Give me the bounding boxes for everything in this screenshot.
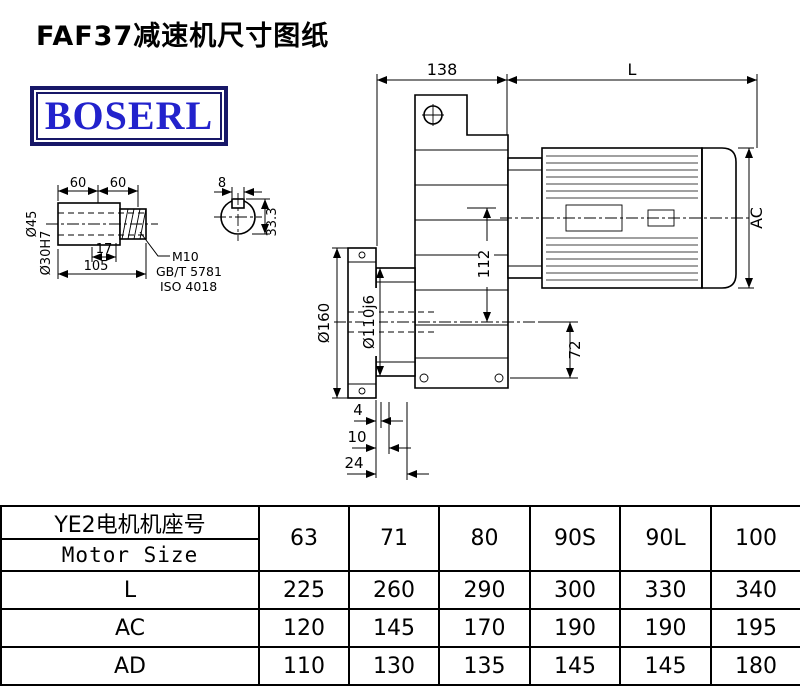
dim-phi110-label: Ø110j6 <box>360 295 378 349</box>
cell-AC-71: 145 <box>348 608 440 648</box>
cell-L-100: 340 <box>710 570 800 610</box>
dim-105: 105 <box>57 243 147 279</box>
cell-L-63: 225 <box>258 570 350 610</box>
cell-AD-90L: 145 <box>619 646 712 686</box>
col-header-71: 71 <box>348 505 440 572</box>
row-label-AD: AD <box>0 646 260 686</box>
thread-iso-label: ISO 4018 <box>160 279 217 294</box>
thread-note: M10 GB/T 5781 ISO 4018 <box>139 231 222 294</box>
dim-112-label: 112 <box>475 250 493 279</box>
housing-bolt <box>419 373 429 383</box>
cell-AD-100: 180 <box>710 646 800 686</box>
dim-phi110: Ø110j6 <box>360 268 384 376</box>
shaft-section-view: 8 33.3 <box>214 176 280 241</box>
dim-72: 72 <box>510 321 584 379</box>
cell-AC-100: 195 <box>710 608 800 648</box>
cell-L-71: 260 <box>348 570 440 610</box>
motor <box>500 147 752 289</box>
housing-bolt <box>494 373 504 383</box>
header-motor-size-cell: YE2电机机座号 Motor Size <box>0 505 260 572</box>
dim-17-label: 17 <box>96 242 113 257</box>
motor-size-table: YE2电机机座号 Motor Size 63 71 80 90S 90L 100… <box>0 505 800 686</box>
gearbox-outline <box>414 94 509 389</box>
dim-4-label: 4 <box>353 401 363 419</box>
thread-gbt-label: GB/T 5781 <box>156 264 222 279</box>
dim-phi30-label: Ø30H7 <box>39 231 54 276</box>
cell-AD-80: 135 <box>438 646 531 686</box>
cell-L-80: 290 <box>438 570 531 610</box>
dim-17: 17 <box>91 242 117 262</box>
row-label-AC: AC <box>0 608 260 648</box>
dim-105-label: 105 <box>84 259 109 274</box>
thread-m10-label: M10 <box>172 249 199 264</box>
dim-phi160-label: Ø160 <box>315 303 333 343</box>
dim-33-3: 33.3 <box>246 198 280 237</box>
table-row-L: L 225 260 290 300 330 340 <box>0 570 800 610</box>
dim-60a-label: 60 <box>70 176 87 191</box>
dim-L-label: L <box>628 60 637 79</box>
cell-AC-90L: 190 <box>619 608 712 648</box>
dim-60-60: 60 60 <box>57 176 139 207</box>
dim-60b-label: 60 <box>110 176 127 191</box>
dim-AC-label: AC <box>747 207 766 229</box>
dim-112: 112 <box>467 207 496 322</box>
dim-138-label: 138 <box>427 60 458 79</box>
cell-AC-90S: 190 <box>529 608 621 648</box>
cell-AD-63: 110 <box>258 646 350 686</box>
cell-L-90L: 330 <box>619 570 712 610</box>
flange-bolt-hole <box>358 251 366 259</box>
table-row-AD: AD 110 130 135 145 145 180 <box>0 646 800 686</box>
motor-fins <box>546 155 698 281</box>
dim-AC: AC <box>738 147 766 289</box>
cell-L-90S: 300 <box>529 570 621 610</box>
col-header-90L: 90L <box>619 505 712 572</box>
dim-72-label: 72 <box>566 340 584 359</box>
cell-AC-63: 120 <box>258 608 350 648</box>
dimension-drawing: 60 60 17 105 Ø45 Ø30H7 <box>25 60 766 480</box>
main-view: 138 L <box>315 60 766 480</box>
flange-bolt-hole <box>358 387 366 395</box>
cell-AD-71: 130 <box>348 646 440 686</box>
table-header-row: YE2电机机座号 Motor Size 63 71 80 90S 90L 100 <box>0 505 800 572</box>
dim-phi160: Ø160 <box>315 247 348 399</box>
dim-8: 8 <box>214 176 262 198</box>
col-header-63: 63 <box>258 505 350 572</box>
col-header-80: 80 <box>438 505 531 572</box>
page-title: FAF37减速机尺寸图纸 <box>36 21 330 52</box>
shaft-detail-view: 60 60 17 105 Ø45 Ø30H7 <box>25 176 222 294</box>
cell-AC-80: 170 <box>438 608 531 648</box>
boserl-logo: BOSERL <box>30 86 228 146</box>
header-cn-label: YE2电机机座号 <box>2 507 258 540</box>
dim-138-L: 138 L <box>376 60 758 246</box>
boserl-logo-inner: BOSERL <box>36 92 222 140</box>
dim-24-label: 24 <box>344 454 363 472</box>
dim-8-label: 8 <box>218 176 226 191</box>
col-header-100: 100 <box>710 505 800 572</box>
dim-10-label: 10 <box>347 428 366 446</box>
header-en-label: Motor Size <box>61 543 199 567</box>
dim-phi45-label: Ø45 <box>25 211 40 238</box>
table-row-AC: AC 120 145 170 190 190 195 <box>0 608 800 648</box>
dim-33-3-label: 33.3 <box>265 208 280 237</box>
gearbox-housing <box>414 94 509 389</box>
dim-bottom: 4 10 24 <box>344 400 429 480</box>
col-header-90S: 90S <box>529 505 621 572</box>
cell-AD-90S: 145 <box>529 646 621 686</box>
row-label-L: L <box>0 570 260 610</box>
boserl-logo-text: BOSERL <box>44 93 214 138</box>
